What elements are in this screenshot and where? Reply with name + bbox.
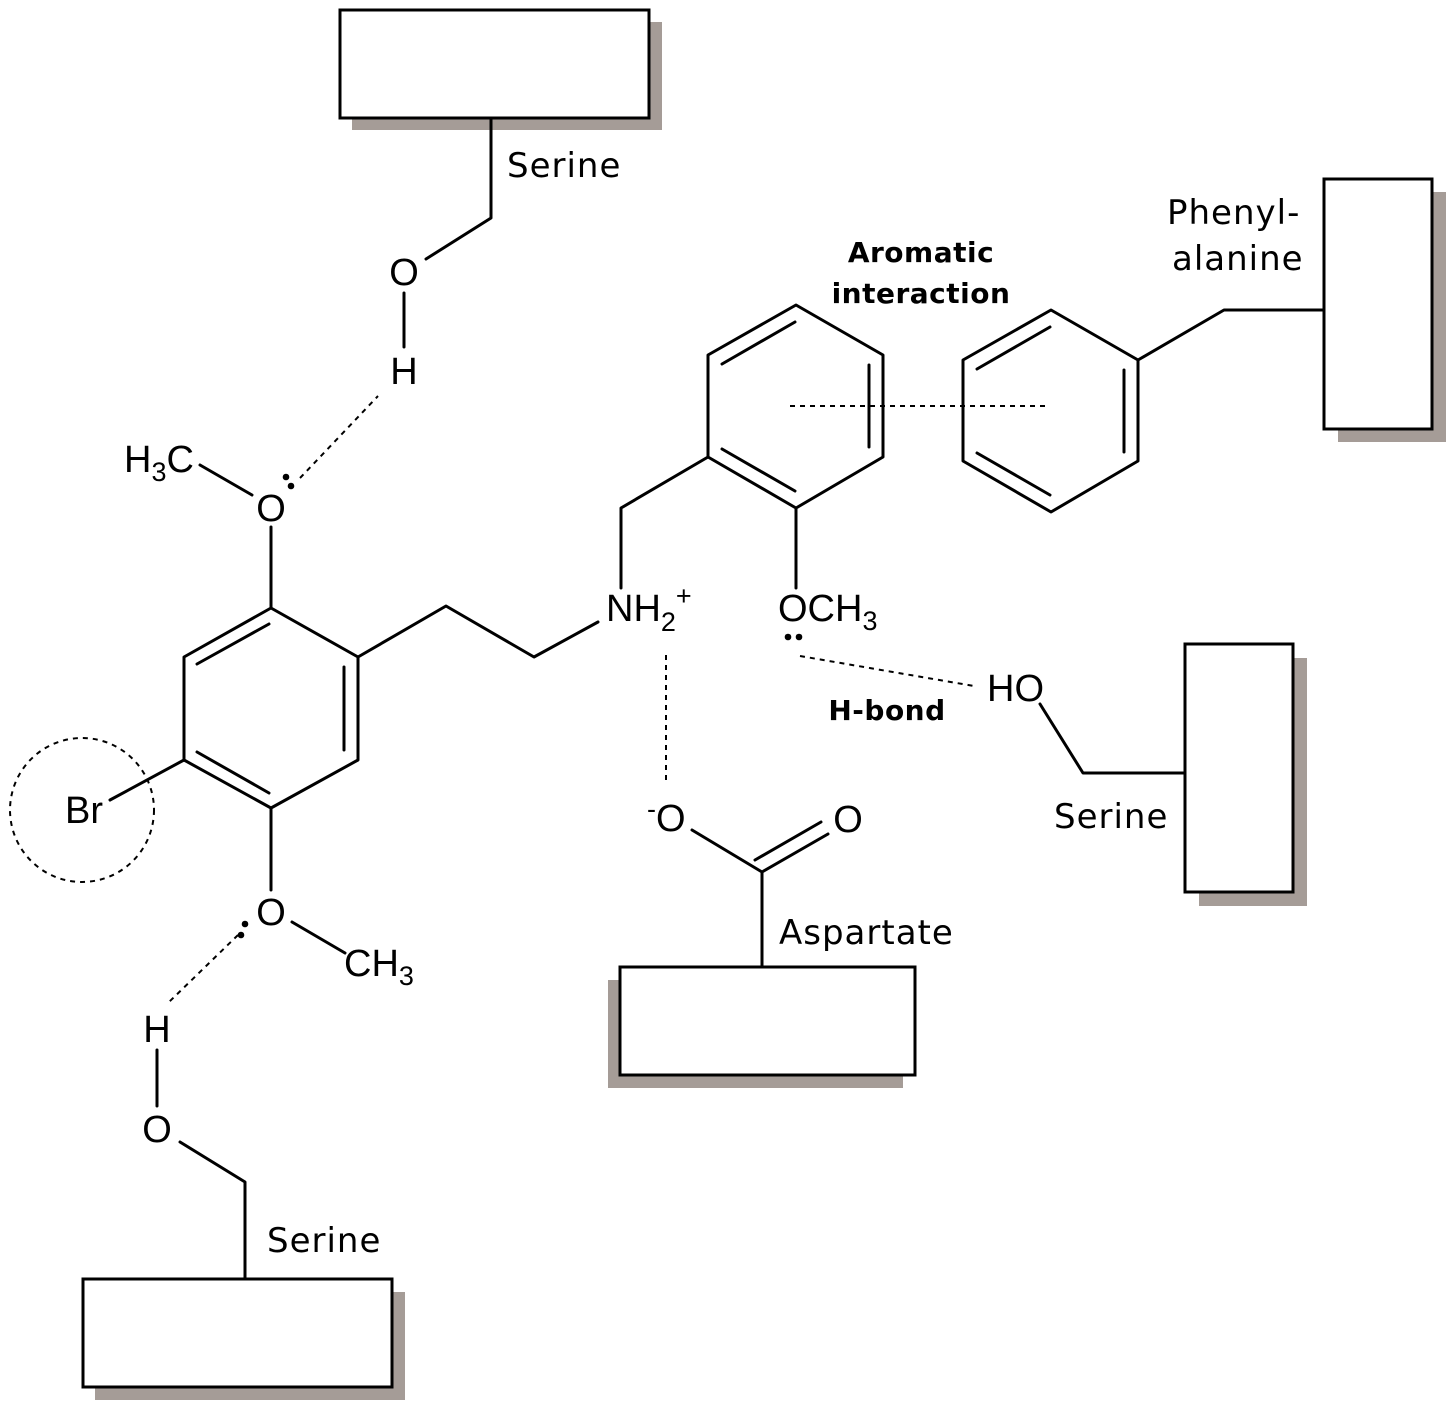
atom-o-bottom-serine: O <box>142 1109 172 1151</box>
atom-h-top-serine: H <box>390 351 417 393</box>
atom-o-carbonyl: O <box>833 799 863 841</box>
box-phenylalanine <box>1322 177 1446 442</box>
bromine-highlight-circle <box>9 737 155 883</box>
atom-o-carboxylate: -O <box>647 794 686 840</box>
bond-serine-top-chain <box>424 116 493 261</box>
atom-ch3-lower: CH3 <box>344 943 414 991</box>
atom-nh2-plus: NH2+ <box>606 581 692 637</box>
bond-asp-o-minus <box>690 828 764 874</box>
lone-pair-lower-o <box>237 920 249 939</box>
label-aspartate: Aspartate <box>779 913 954 953</box>
ring-left-double-3 <box>195 750 271 795</box>
lone-pair-och3 <box>784 633 803 641</box>
hbond-top <box>299 395 379 479</box>
label-serine-bottom: Serine <box>267 1221 381 1261</box>
atom-h3c: H3C <box>124 439 194 487</box>
ring-center-double-1 <box>720 320 797 366</box>
ring-phe-double-1 <box>975 325 1052 371</box>
bond-asp-co-1 <box>760 832 830 874</box>
atom-ho-right-serine: HO <box>987 668 1044 710</box>
hbond-right <box>799 655 975 687</box>
box-aspartate <box>608 965 917 1088</box>
ring-left-double-1 <box>195 622 271 666</box>
atom-o-upper-ring: O <box>256 488 286 530</box>
bond-n-benzyl <box>619 455 710 590</box>
atom-o-top-serine: O <box>389 252 419 294</box>
box-serine-right <box>1183 642 1307 906</box>
hbond-bottom <box>167 934 239 1004</box>
label-serine-right: Serine <box>1054 797 1168 837</box>
atom-o-lower-ring: O <box>256 892 286 934</box>
bond-ethyl-chain <box>356 604 600 659</box>
bond-serine-right-chain <box>1038 702 1187 775</box>
ring-left <box>182 606 360 810</box>
label-aromatic-line2: interaction <box>832 277 1011 310</box>
label-phenylalanine-line2: alanine <box>1172 239 1304 279</box>
ring-phe-double-3 <box>975 451 1052 497</box>
label-serine-top: Serine <box>507 146 621 186</box>
box-serine-top <box>338 8 662 130</box>
atom-och3: OCH3 <box>778 588 877 636</box>
bond-o-ch3-lower <box>290 920 347 955</box>
bond-phe-chain <box>1136 308 1326 362</box>
atom-br: Br <box>65 790 103 832</box>
label-phenylalanine-line1: Phenyl- <box>1167 193 1300 233</box>
bond-asp-co-2 <box>753 820 823 862</box>
ring-phenylalanine <box>961 308 1140 514</box>
ring-center <box>706 303 885 510</box>
lone-pair-upper-o <box>282 473 295 490</box>
box-serine-bottom <box>81 1277 405 1400</box>
bond-h3c-o <box>198 463 254 497</box>
label-aromatic-line1: Aromatic <box>848 236 994 269</box>
label-hbond: H-bond <box>828 694 945 727</box>
ring-center-double-3 <box>720 447 797 493</box>
bond-serine-bottom-chain <box>178 1140 247 1281</box>
atom-h-bottom-serine: H <box>143 1009 170 1051</box>
